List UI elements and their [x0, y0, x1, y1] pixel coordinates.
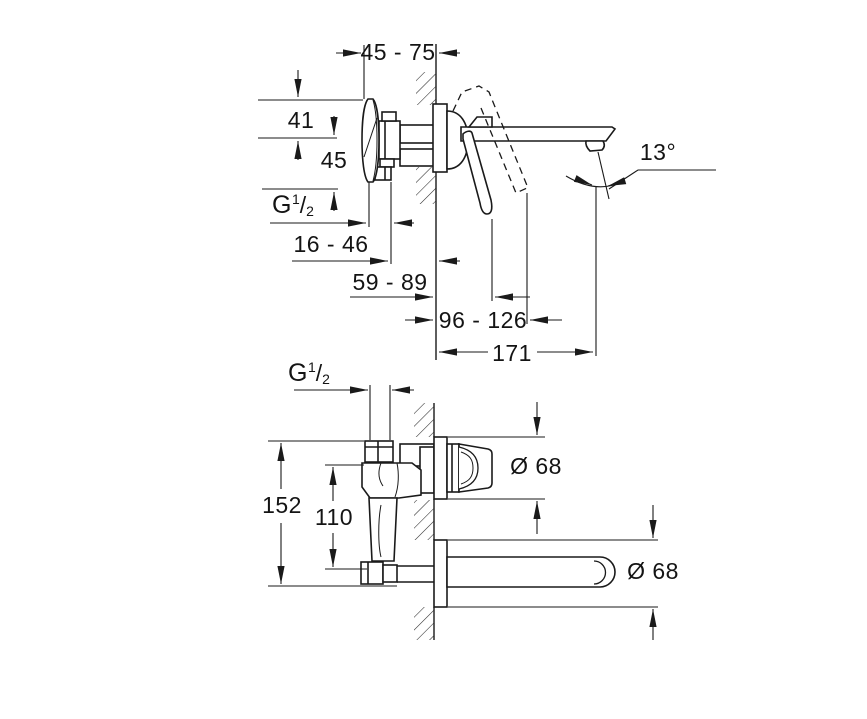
- wall-flange: [432, 103, 448, 173]
- dim-label-dia68-spout: Ø 68: [627, 558, 679, 584]
- dim-label-g-half-top: G1/2: [272, 192, 314, 219]
- handle-escutcheon: [433, 436, 448, 500]
- body-arm: [368, 497, 398, 562]
- wall-hatch-lower: [416, 167, 436, 204]
- wall-section-top-view: [416, 44, 437, 360]
- dim-label-152: 152: [262, 492, 302, 518]
- top-stub: [381, 111, 397, 122]
- wall-hatch-2: [414, 500, 434, 540]
- spout-angle-annotation: [565, 151, 716, 200]
- dim-label-dia68-handle: Ø 68: [510, 453, 562, 479]
- g-half-stub-top: [364, 440, 394, 463]
- cartridge-housing: [378, 120, 401, 160]
- g-thread-sup: 1: [291, 191, 300, 207]
- handle-neck: [446, 443, 460, 493]
- g-thread-sub: 2: [322, 371, 330, 387]
- g-thread-slash: /: [299, 192, 307, 218]
- lever-open-dashed: [452, 85, 529, 194]
- dim-label-41: 41: [287, 107, 315, 133]
- dim-label-96-126: 96 - 126: [438, 307, 528, 333]
- valve-sleeve: [419, 446, 435, 494]
- dim-label-59-89: 59 - 89: [352, 269, 428, 295]
- bottom-view: [268, 385, 658, 640]
- rough-in-body-plan: [360, 440, 435, 585]
- dim-label-45: 45: [320, 147, 348, 173]
- lever-blade-closed: [462, 130, 493, 215]
- rosette-escutcheon-side: [361, 98, 380, 183]
- bottom-view-dimensions: [268, 385, 658, 640]
- connection-step: [379, 158, 395, 168]
- wall-hatch-upper: [416, 72, 436, 105]
- rough-in-body-side: [368, 111, 437, 181]
- g-thread-slash: /: [315, 360, 323, 386]
- dim-label-g-half-bottom: G1/2: [288, 360, 330, 387]
- g-thread-base: G: [288, 359, 308, 387]
- elbow-step: [382, 564, 398, 583]
- dim-label-16-46: 16 - 46: [293, 231, 369, 257]
- body-rail-bottom: [399, 148, 437, 167]
- aerator: [585, 140, 606, 152]
- g-half-stub-bottom: [360, 561, 384, 585]
- wall-hatch-1: [414, 403, 434, 437]
- dim-label-110: 110: [314, 504, 354, 530]
- top-view: [258, 44, 716, 360]
- spout-trim-plan: [433, 539, 616, 608]
- spout-tube-plan: [446, 556, 616, 588]
- wall-hatch-3: [414, 607, 434, 640]
- trim-side: [432, 103, 617, 215]
- lever-grip-closed: [467, 116, 493, 128]
- handle-trim-plan: [433, 436, 493, 500]
- dim-label-45-75: 45 - 75: [360, 39, 436, 65]
- g-thread-sub: 2: [306, 203, 314, 219]
- g-thread-base: G: [272, 191, 292, 219]
- body-rail-top: [399, 124, 437, 144]
- dim-label-13-degrees: 13°: [639, 139, 677, 165]
- wall-section-bottom-view: [414, 403, 435, 640]
- g-thread-sup: 1: [307, 359, 316, 375]
- dim-label-171: 171: [492, 340, 532, 366]
- body-upper: [361, 462, 422, 499]
- top-view-dimensions: [258, 45, 716, 356]
- spout-escutcheon: [433, 539, 448, 608]
- spout-side: [460, 126, 617, 142]
